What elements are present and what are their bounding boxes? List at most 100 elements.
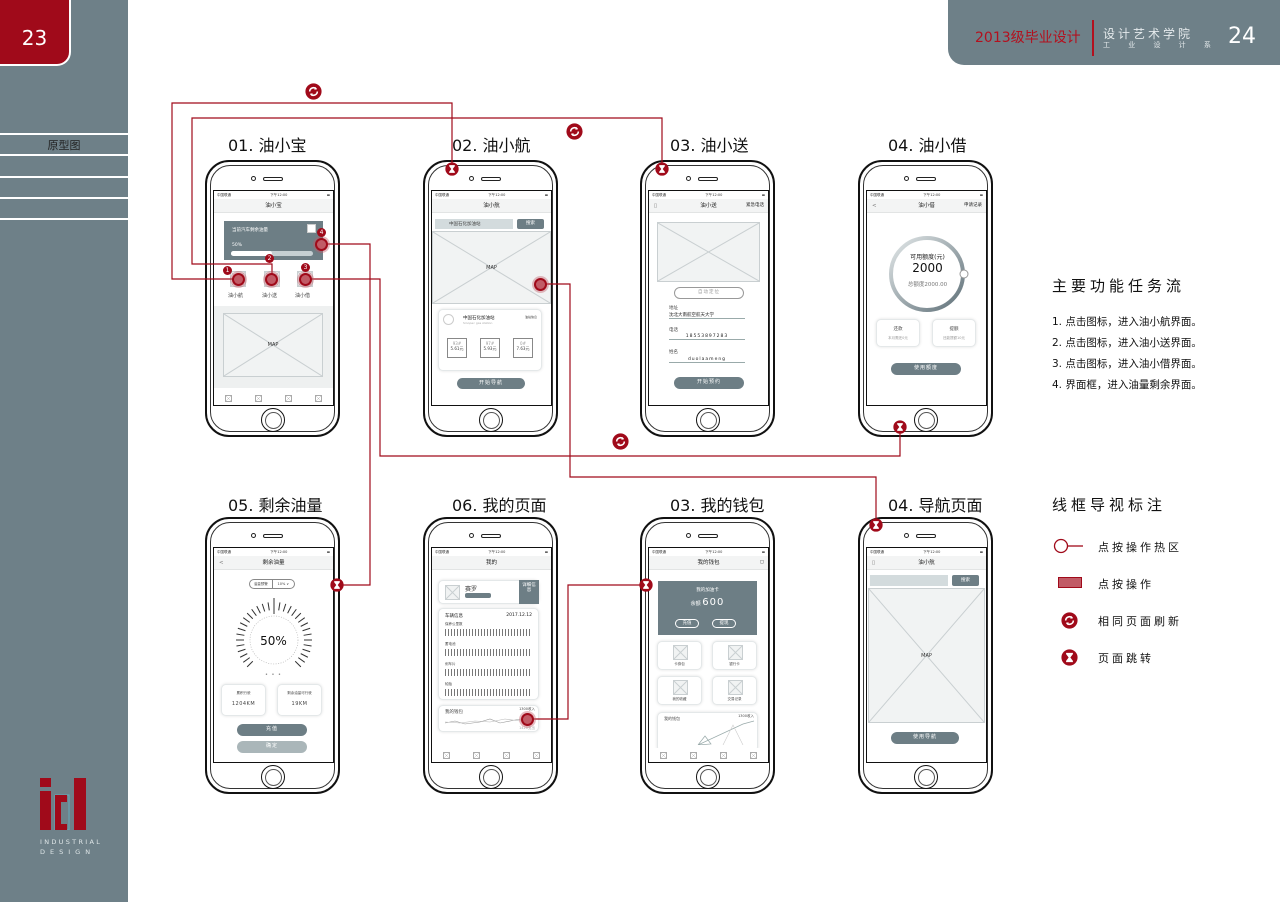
settings-icon[interactable]: ▢ (759, 560, 764, 565)
project-title: 2013级毕业设计 (975, 30, 1081, 46)
tab-icon[interactable] (660, 751, 668, 759)
raise-limit-card[interactable]: 提额还能提额10元 (932, 319, 976, 347)
tab-icon[interactable] (255, 394, 263, 402)
application-record-link[interactable]: 申请记录 (964, 203, 982, 208)
home-button[interactable] (696, 408, 720, 432)
wallet-chart-card[interactable]: 我的钱包 1300收入 (657, 712, 758, 752)
ring-handle[interactable] (959, 269, 969, 279)
tab-icon[interactable] (690, 751, 698, 759)
menu-icon[interactable]: ▯ (654, 203, 658, 209)
name-field[interactable]: duolaameng (669, 357, 745, 363)
profile-card[interactable]: 赛罗 详细信息 (438, 580, 539, 604)
divider (0, 133, 128, 135)
carrier: 中国联通 (435, 193, 449, 197)
refresh-icon (1061, 612, 1078, 629)
logo-text: INDUSTRIAL (40, 838, 103, 846)
use-credit-button[interactable]: 使用额度 (891, 363, 961, 375)
emergency-call-link[interactable]: 紧急电话 (746, 203, 764, 208)
tap-rect-icon (1058, 577, 1082, 588)
home-button[interactable] (696, 765, 720, 789)
map-placeholder[interactable]: MAP (223, 313, 323, 377)
back-button[interactable]: < (872, 203, 877, 209)
page-dots[interactable]: • • • (264, 672, 283, 678)
carrier: 中国联通 (217, 193, 231, 197)
search-button[interactable]: 搜索 (517, 219, 544, 229)
phone-field[interactable]: 18553897283 (669, 334, 745, 340)
tab-icon[interactable] (473, 751, 481, 759)
tab-icon[interactable] (314, 394, 322, 402)
time: 下午12:00 (705, 193, 723, 197)
map-placeholder[interactable]: MAP (868, 588, 985, 723)
confirm-button[interactable]: 确定 (237, 741, 307, 753)
time: 下午12:00 (270, 193, 288, 197)
flow-line (306, 278, 901, 457)
tab-icon[interactable] (749, 751, 757, 759)
page-number-right: 24 (1228, 24, 1256, 49)
user-name: 赛罗 (465, 586, 478, 593)
recharge-button[interactable]: 充值 (237, 724, 307, 736)
hotspot[interactable] (521, 713, 534, 726)
tile-bank-card[interactable]: 银行卡 (712, 641, 757, 670)
search-button[interactable]: 搜索 (952, 575, 979, 586)
total-amount: 总额度2000.00 (907, 282, 948, 288)
icon-label: 油小借 (295, 293, 311, 299)
search-input[interactable] (870, 575, 948, 586)
recharge-button[interactable]: 充值 (675, 619, 699, 628)
start-navigation-button[interactable]: 开始导航 (457, 378, 525, 389)
tab-icon[interactable] (502, 751, 510, 759)
tab-icon[interactable] (225, 394, 233, 402)
search-input[interactable]: 中国石化加油站 (435, 219, 513, 229)
home-button[interactable] (914, 765, 938, 789)
tab-bar (214, 391, 333, 405)
screen-title: 剩余油量 (262, 560, 285, 566)
fuel-card-panel[interactable]: 我的加油卡 余额 600 充值 提现 (658, 581, 757, 635)
repay-card[interactable]: 还款本月需还0元 (876, 319, 920, 347)
hotspot[interactable] (315, 238, 328, 251)
tile-transactions[interactable]: 交易记录 (712, 676, 757, 705)
tab-icon[interactable] (443, 751, 451, 759)
home-button[interactable] (479, 408, 503, 432)
hotspot[interactable] (299, 273, 312, 286)
hotspot[interactable] (534, 278, 547, 291)
home-button[interactable] (479, 765, 503, 789)
screen-label: 04. 油小借 (888, 136, 967, 155)
station-card[interactable]: 中国石化加油站 Sinopec gas station 油站信息 93#5.61… (438, 309, 542, 371)
station-info-link[interactable]: 油站信息 (524, 315, 537, 319)
detail-info-button[interactable]: 详细信息 (519, 580, 539, 604)
tile-coupons[interactable]: 卡券包 (657, 641, 702, 670)
hotspot[interactable] (265, 273, 278, 286)
home-button[interactable] (914, 408, 938, 432)
back-button[interactable]: < (219, 560, 224, 566)
fuel-card[interactable]: 当前汽车剩余油量 50% (224, 221, 323, 260)
sidebar (0, 0, 128, 902)
tab-icon[interactable] (284, 394, 292, 402)
menu-icon[interactable]: ▯ (872, 560, 876, 566)
status-bar: 中国联通下午12:00▬ (867, 548, 986, 556)
phone-my-wallet: 中国联通下午12:00▬ 我的钱包▢ 我的加油卡 余额 600 充值 提现 卡券… (640, 517, 775, 794)
hotspot[interactable] (232, 273, 245, 286)
auto-locate-button[interactable]: 自动定位 (674, 287, 744, 299)
name-label: 姓名 (669, 350, 678, 355)
tab-icon[interactable] (719, 751, 727, 759)
address-field[interactable]: 沈北大南航空航天大学 (669, 312, 745, 319)
image-placeholder-icon (307, 224, 316, 233)
map-placeholder[interactable]: MAP (432, 231, 551, 304)
use-navigation-button[interactable]: 使用导航 (891, 732, 959, 744)
withdraw-button[interactable]: 提现 (712, 619, 736, 628)
gauge-tick (256, 605, 261, 614)
start-booking-button[interactable]: 开始预约 (674, 377, 744, 389)
income-label: 1300收入 (519, 707, 535, 711)
home-button[interactable] (261, 408, 285, 432)
page-jump-icon (655, 162, 669, 176)
tile-favorites[interactable]: 我的收藏 (657, 676, 702, 705)
screen-label: 05. 剩余油量 (228, 496, 323, 515)
title-bar: 油小宝 (214, 199, 333, 213)
tab-icon[interactable] (532, 751, 540, 759)
status-bar-graph (445, 669, 532, 676)
screen-title: 油小宝 (265, 203, 282, 209)
home-button[interactable] (261, 765, 285, 789)
task-item: 3. 点击图标，进入油小借界面。 (1052, 358, 1202, 370)
gauge-tick (242, 617, 251, 623)
